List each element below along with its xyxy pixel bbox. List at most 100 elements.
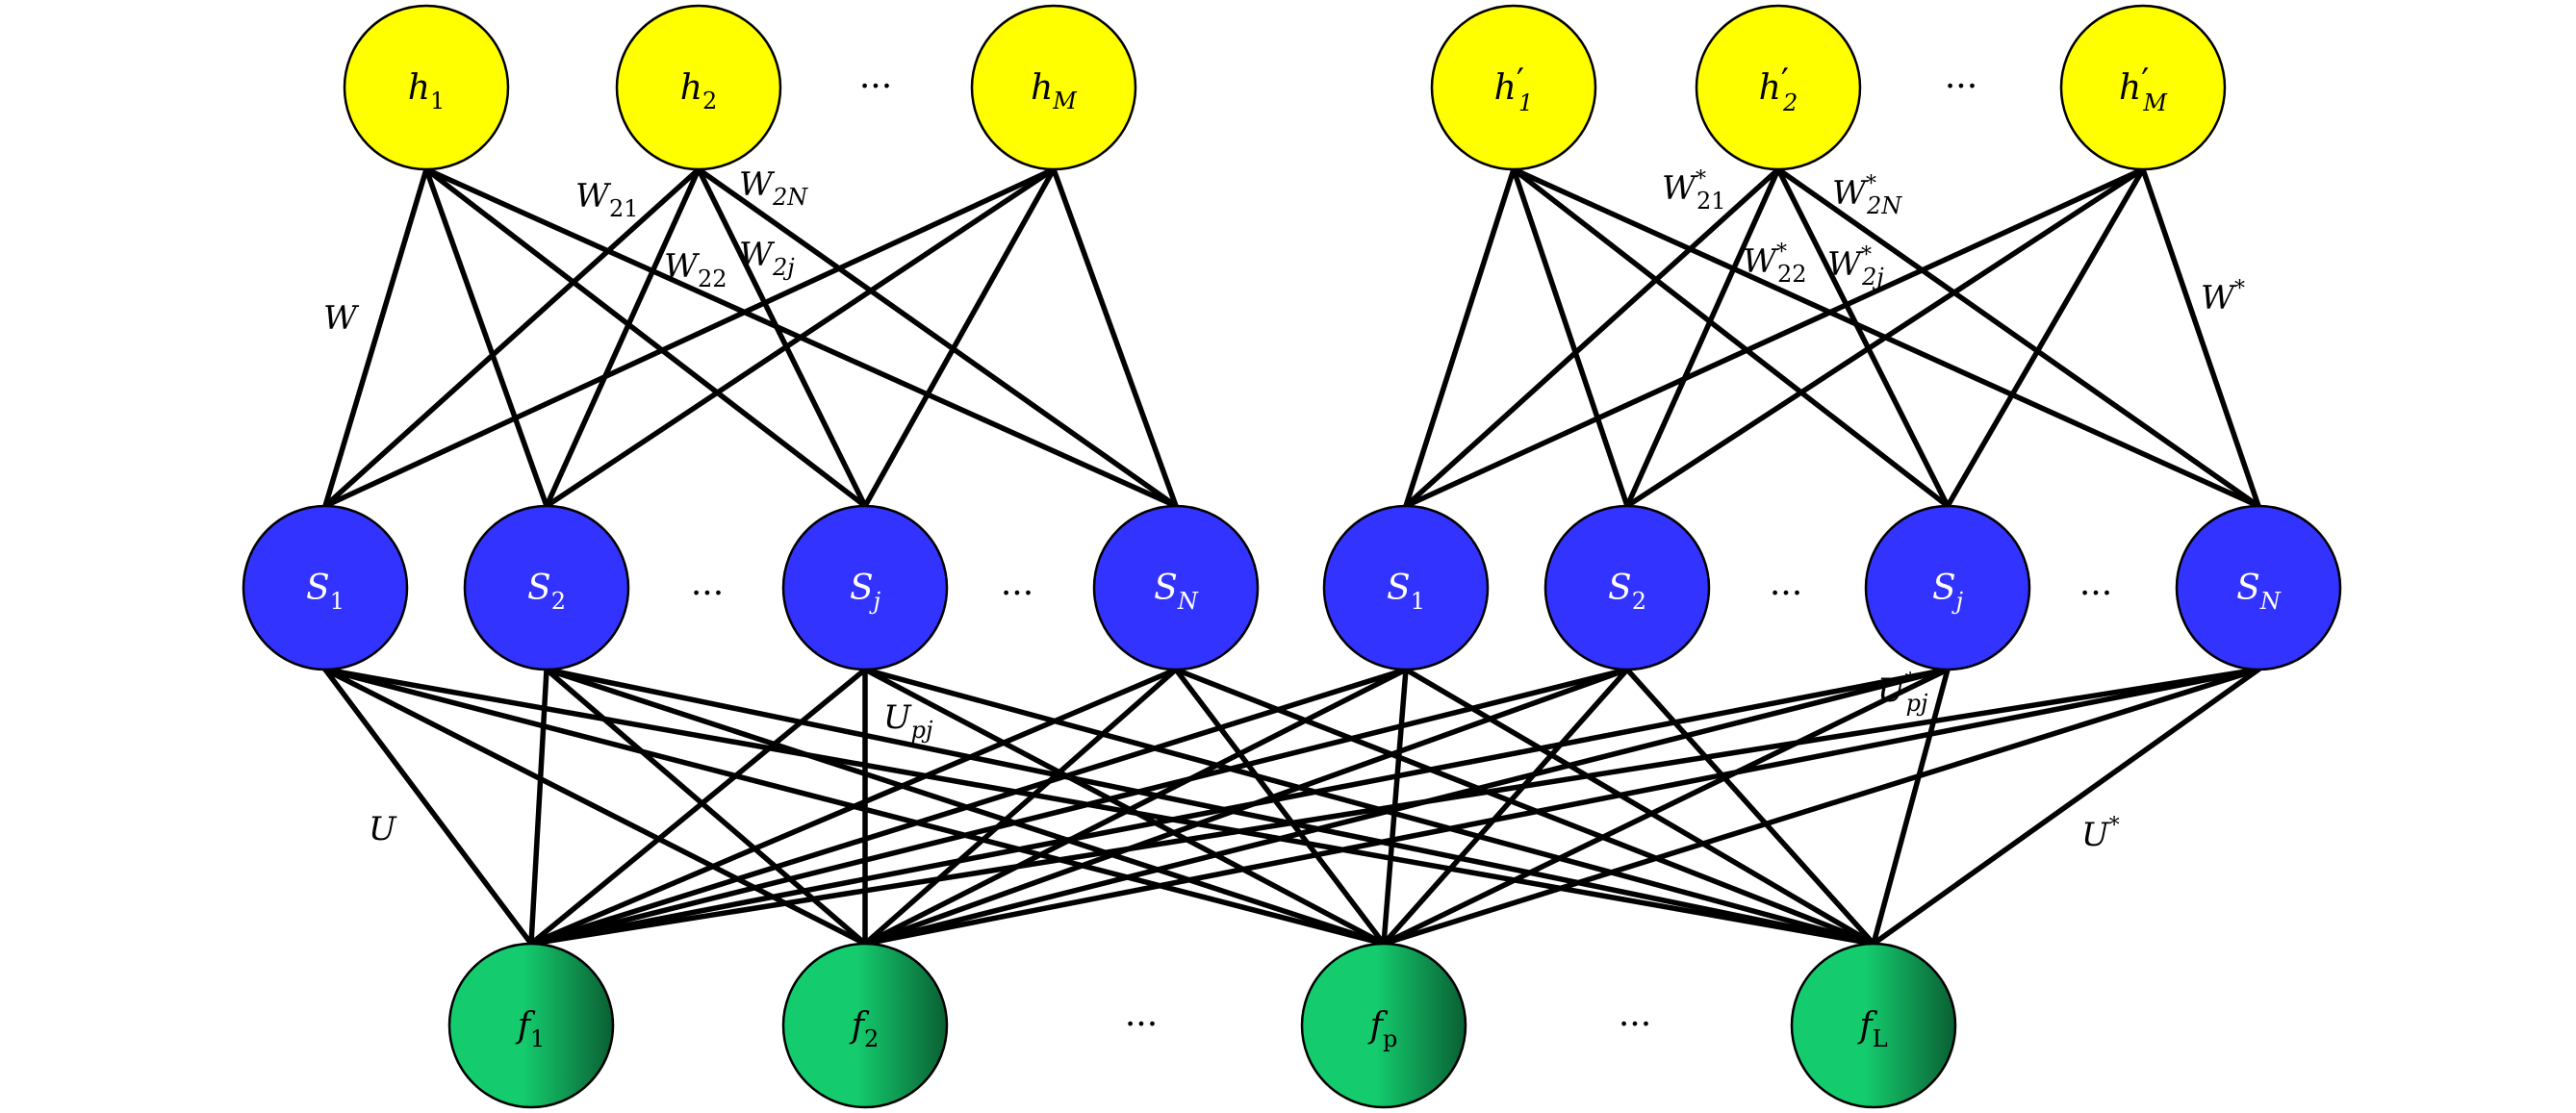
state-right-node-S1p: S1 bbox=[1322, 504, 1490, 671]
feature-node-circle bbox=[447, 942, 615, 1109]
label-base: h bbox=[2119, 68, 2141, 108]
state-feature-left-edge-0-3 bbox=[322, 667, 1876, 947]
edge-label-subscript: pj bbox=[1906, 690, 1928, 717]
hidden-state-left-edge-1-0 bbox=[322, 166, 701, 509]
label-base: S bbox=[1387, 569, 1411, 608]
edge-label-base: W bbox=[1832, 174, 1869, 213]
ellipsis-2: ... bbox=[691, 564, 724, 603]
hidden-right-node-circle bbox=[2059, 4, 2227, 171]
label-subscript: 2 bbox=[702, 88, 717, 114]
state-feature-right-edge-2-3 bbox=[1871, 667, 1951, 947]
feature-node-f2: f2 bbox=[781, 942, 949, 1109]
label-base: S bbox=[850, 569, 874, 608]
state-right-node-Sjp: Sj bbox=[1864, 504, 2031, 671]
state-feature-left-edge-2-0 bbox=[528, 667, 868, 947]
edge-label-subscript: 2N bbox=[1866, 192, 1902, 219]
state-left-node-S2: S2 bbox=[463, 504, 630, 671]
state-right-node-S2p: S2 bbox=[1543, 504, 1711, 671]
hidden-state-left-edge-0-0 bbox=[322, 166, 429, 509]
hidden-state-left-edge-0-2 bbox=[423, 166, 868, 509]
state-feature-left-edge-2-3 bbox=[862, 667, 1876, 947]
hidden-state-right-edge-2-3 bbox=[2140, 166, 2261, 509]
label-subscript: N bbox=[2259, 588, 2282, 615]
state-right-node-SNp: SN bbox=[2175, 504, 2342, 671]
hidden-right-node-circle bbox=[1430, 4, 1597, 171]
edge-label-subscript: pj bbox=[911, 717, 933, 744]
edge-label-base: U bbox=[2081, 816, 2110, 854]
state-left-node-SN: SN bbox=[1092, 504, 1260, 671]
state-right-node-circle bbox=[1543, 504, 1711, 671]
state-feature-left-edge-2-2 bbox=[862, 667, 1387, 947]
hidden-left-node-label: hM bbox=[1031, 68, 1078, 114]
state-left-node-label: S2 bbox=[527, 569, 566, 615]
edge-label-superscript: * bbox=[1776, 240, 1787, 265]
label-subscript: 1 bbox=[530, 1025, 545, 1052]
edge-label-subscript: 22 bbox=[698, 266, 727, 292]
label-subscript: L bbox=[1873, 1025, 1888, 1052]
ellipsis-5: ... bbox=[2079, 564, 2112, 603]
label-subscript: M bbox=[1052, 88, 1078, 114]
feature-node-circle bbox=[1300, 942, 1467, 1109]
state-feature-right-edge-1-2 bbox=[1381, 667, 1630, 947]
feature-node-circle bbox=[1790, 942, 1957, 1109]
label-base: h bbox=[680, 68, 702, 108]
hidden-right-node-circle bbox=[1695, 4, 1862, 171]
state-right-node-label: S1 bbox=[1387, 569, 1425, 615]
edge-label-base: U bbox=[369, 810, 397, 848]
edge-label-subscript: 21 bbox=[609, 195, 639, 222]
hidden-right-node-hMp: h′M bbox=[2059, 4, 2227, 171]
label-subscript: M bbox=[2142, 89, 2168, 116]
state-left-node-Sj: Sj bbox=[781, 504, 949, 671]
state-right-node-circle bbox=[1322, 504, 1490, 671]
edges bbox=[322, 166, 2261, 947]
label-prime: ′ bbox=[2141, 63, 2149, 102]
state-feature-right-edge-0-1 bbox=[862, 667, 1409, 947]
label-base: h bbox=[1494, 68, 1517, 108]
state-feature-right-edge-0-0 bbox=[528, 667, 1409, 947]
feature-node-fp: fp bbox=[1300, 942, 1467, 1109]
label-subscript: 1 bbox=[430, 88, 445, 114]
state-right-node-label: SN bbox=[2236, 569, 2282, 615]
state-left-node-circle bbox=[1092, 504, 1260, 671]
state-feature-left-edge-3-1 bbox=[862, 667, 1179, 947]
ellipsis-3: ... bbox=[1001, 564, 1033, 603]
edge-label-subscript: 2j bbox=[1861, 264, 1884, 291]
label-subscript: N bbox=[1177, 588, 1199, 615]
hidden-right-node-label: h′1 bbox=[1494, 63, 1534, 116]
label-base: h bbox=[1759, 68, 1781, 108]
state-feature-right-edge-3-0 bbox=[528, 667, 2261, 947]
hidden-state-left-edge-1-3 bbox=[696, 166, 1179, 509]
hidden-left-node-h1: h1 bbox=[343, 4, 510, 171]
hidden-right-node-h1p: h′1 bbox=[1430, 4, 1597, 171]
state-feature-right-edge-1-3 bbox=[1624, 667, 1876, 947]
hidden-left-node-label: h2 bbox=[680, 68, 717, 114]
label-base: S bbox=[1154, 569, 1178, 608]
hidden-right-node-label: h′M bbox=[2119, 63, 2168, 116]
hidden-left-node-circle bbox=[615, 4, 782, 171]
state-feature-right-edge-3-2 bbox=[1381, 667, 2261, 947]
hidden-right-node-label: h′2 bbox=[1759, 63, 1798, 116]
state-right-node-circle bbox=[1864, 504, 2031, 671]
hidden-left-node-label: h1 bbox=[408, 68, 445, 114]
label-subscript: 1 bbox=[1518, 89, 1533, 116]
label-base: S bbox=[2236, 569, 2260, 608]
edge-label-W2N: W2N bbox=[739, 165, 808, 211]
label-subscript: 1 bbox=[330, 588, 344, 615]
feature-node-f1: f1 bbox=[447, 942, 615, 1109]
state-feature-left-edge-0-0 bbox=[322, 667, 534, 947]
edge-label-superscript: * bbox=[1866, 172, 1876, 196]
edge-label-W21: W21 bbox=[575, 177, 639, 222]
hidden-left-node-circle bbox=[343, 4, 510, 171]
edge-label-base: U bbox=[1877, 671, 1906, 710]
label-base: S bbox=[1608, 569, 1632, 608]
edge-label-W2Ns: W*2N bbox=[1832, 172, 1902, 219]
feature-node-circle bbox=[781, 942, 949, 1109]
hidden-left-node-circle bbox=[970, 4, 1137, 171]
label-subscript: p bbox=[1383, 1025, 1397, 1052]
state-feature-left-edge-3-0 bbox=[528, 667, 1179, 947]
edge-label-Upjs: U*pj bbox=[1877, 670, 1928, 717]
ellipsis-7: ... bbox=[1619, 995, 1651, 1034]
